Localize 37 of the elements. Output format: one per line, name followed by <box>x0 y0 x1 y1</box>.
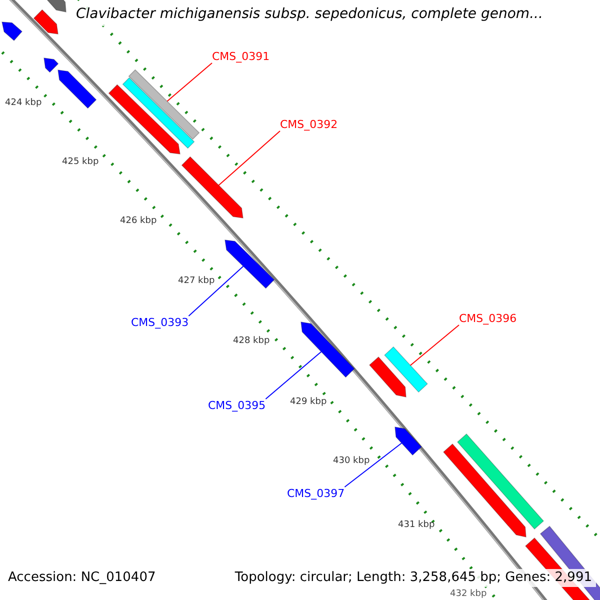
gene-feature <box>108 84 180 154</box>
gene-feature <box>122 77 195 149</box>
gene-feature <box>58 70 97 109</box>
gene-feature <box>456 433 544 530</box>
gene-label: CMS_0396 <box>459 312 517 325</box>
gene-feature <box>44 58 59 73</box>
leader-line <box>344 442 402 488</box>
leader-line <box>166 62 212 102</box>
gene-label: CMS_0392 <box>280 118 338 131</box>
gene-feature <box>384 346 428 393</box>
gene-feature <box>2 22 23 42</box>
gene-feature <box>368 356 406 398</box>
gene-feature <box>33 9 58 34</box>
leader-line <box>410 324 460 366</box>
gene-label: CMS_0395 <box>208 399 266 412</box>
leader-line <box>265 351 322 400</box>
gene-feature <box>181 156 244 218</box>
gene-feature <box>224 240 275 289</box>
scale-label: 428 kbp <box>233 336 270 346</box>
scale-label: 427 kbp <box>178 276 215 286</box>
scale-label: 429 kbp <box>290 397 327 407</box>
gene-label: CMS_0397 <box>287 487 345 500</box>
scale-label: 430 kbp <box>333 456 370 466</box>
leader-line <box>218 130 280 186</box>
scale-label: 424 kbp <box>5 98 42 108</box>
gene-label: CMS_0393 <box>131 316 189 329</box>
gene-feature <box>442 443 526 538</box>
scale-label: 425 kbp <box>62 157 99 167</box>
gene-feature <box>44 0 66 12</box>
scale-label: 431 kbp <box>398 520 435 530</box>
gene-feature <box>128 69 200 140</box>
scale-label: 432 kbp <box>450 589 487 599</box>
scale-label: 426 kbp <box>120 216 157 226</box>
gene-feature <box>394 426 422 456</box>
gene-label: CMS_0391 <box>212 50 270 63</box>
leader-line <box>188 266 244 316</box>
gene-feature <box>300 322 355 378</box>
